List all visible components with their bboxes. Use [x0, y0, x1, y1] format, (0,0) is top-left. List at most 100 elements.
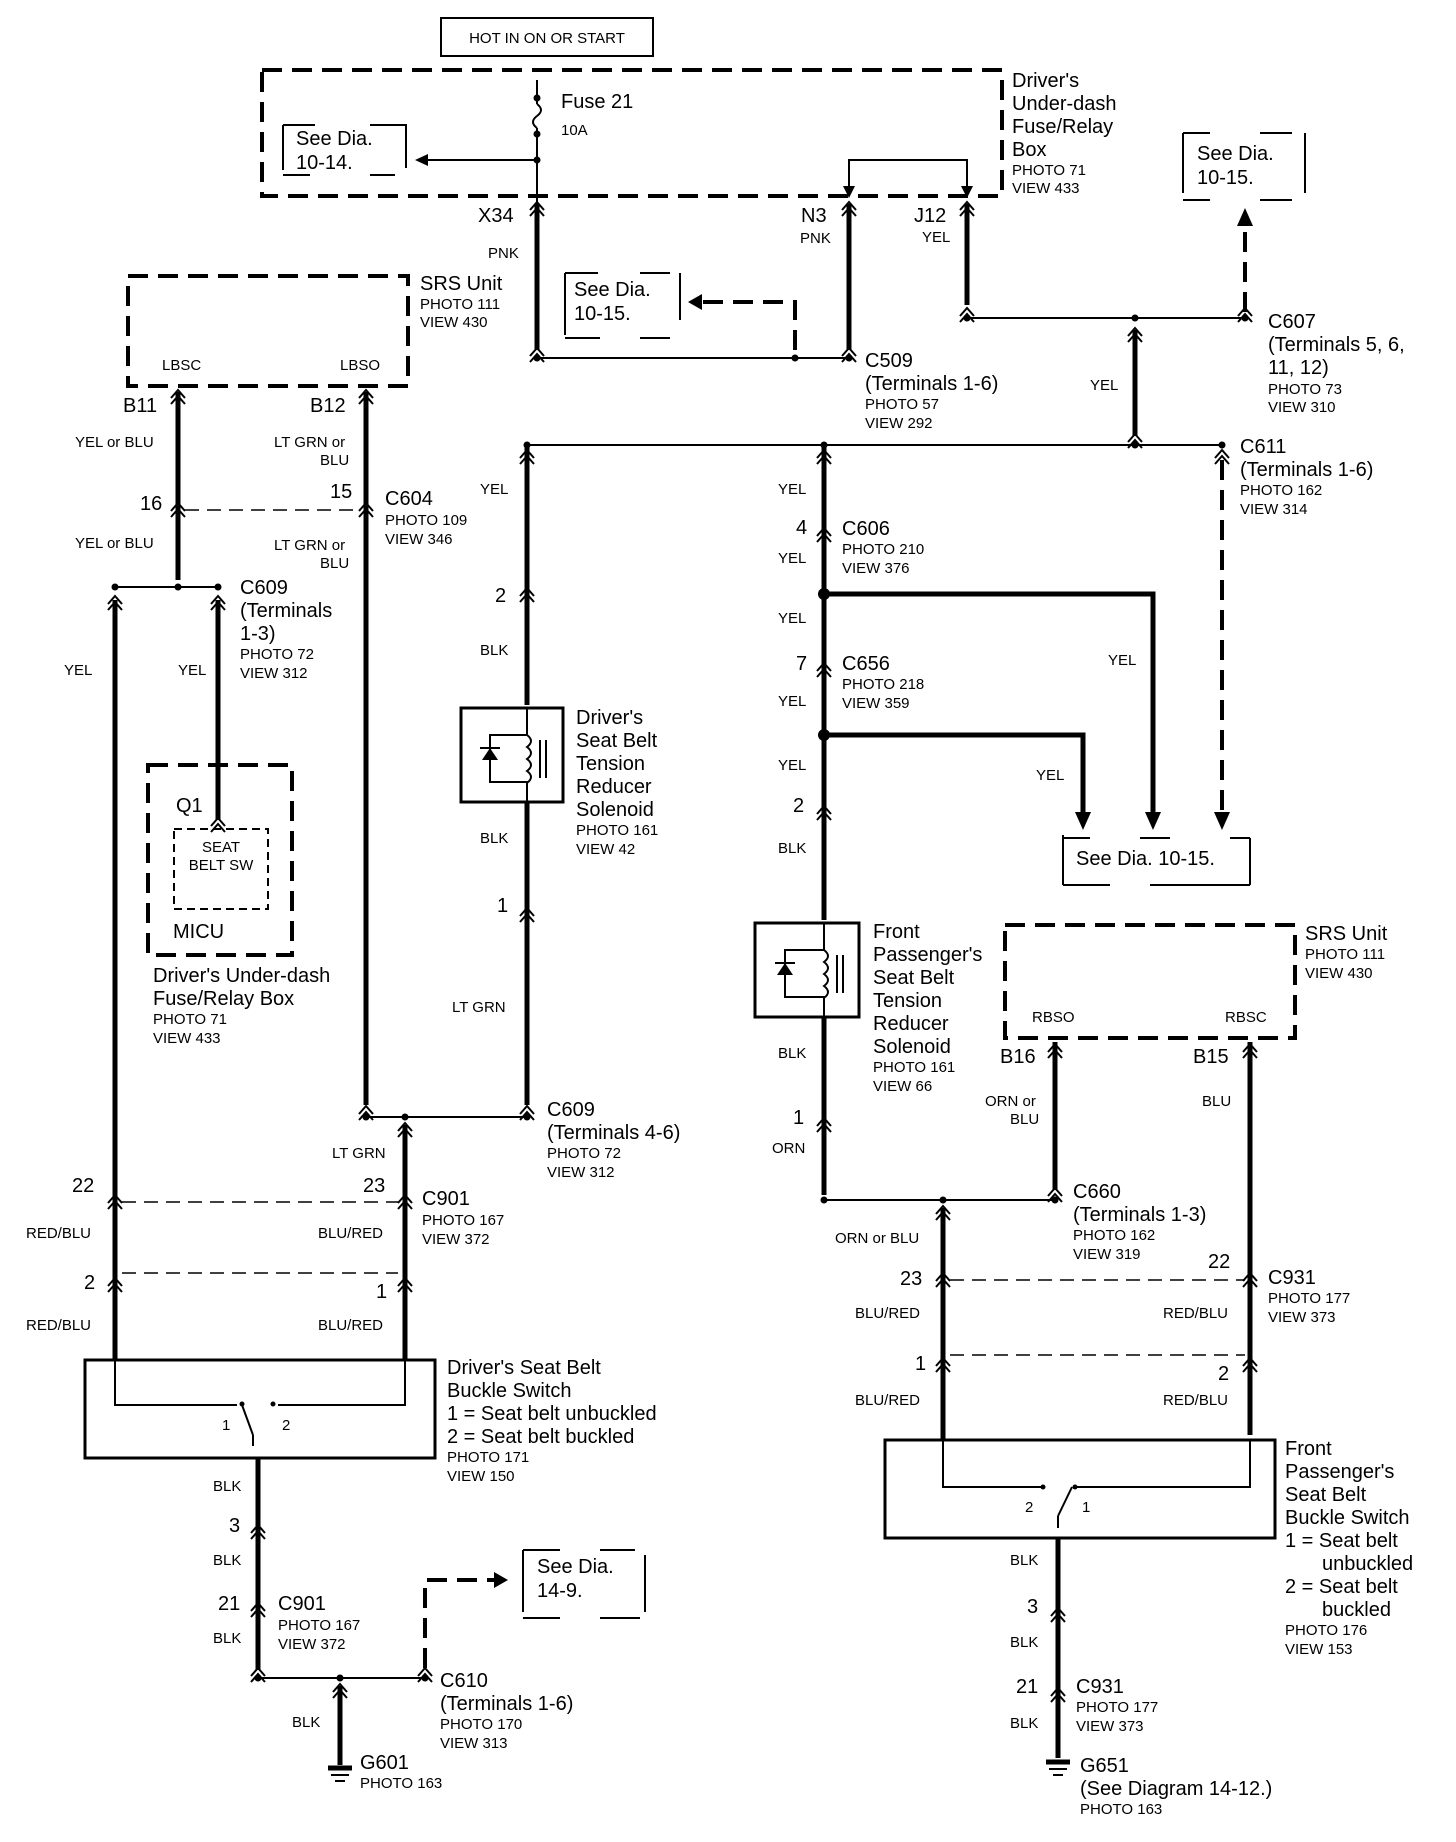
srs-top-photo: PHOTO 111: [420, 296, 500, 313]
pin-3: 3: [1027, 1596, 1038, 1618]
passenger-solenoid-photo: PHOTO 161: [873, 1059, 955, 1076]
wire-color: BLK: [778, 1045, 806, 1062]
srs-top-lbsc: LBSC: [162, 357, 201, 374]
driver-buckle-switch: 1 2: [83, 1358, 437, 1460]
c609a-photo: PHOTO 72: [240, 646, 314, 663]
fusebox-name-1: Driver's: [1012, 70, 1079, 92]
driver-switch-view: VIEW 150: [447, 1468, 515, 1485]
g651-photo: PHOTO 163: [1080, 1801, 1162, 1818]
pin-3: 3: [229, 1515, 240, 1537]
connector-chevron: [519, 1104, 535, 1121]
passenger-switch-legend: 2 = Seat belt: [1285, 1576, 1398, 1598]
connector-c607-terminals-2: 11, 12): [1268, 357, 1329, 379]
wire-color: BLU: [1202, 1093, 1231, 1110]
connector-chevron: [935, 1271, 951, 1288]
wire-color: ORN or BLU: [835, 1230, 919, 1247]
passenger-switch-legend: 1 = Seat belt: [1285, 1530, 1398, 1552]
g601-name: G601: [360, 1752, 409, 1774]
wire-color: YEL: [778, 550, 806, 567]
driver-solenoid-name: Driver's: [576, 707, 643, 729]
connector-chevron: [358, 501, 374, 518]
wire-color: YEL: [1090, 377, 1118, 394]
c606-view: VIEW 376: [842, 560, 910, 577]
c931a-view: VIEW 373: [1268, 1309, 1336, 1326]
srs-bot-view: VIEW 430: [1305, 965, 1373, 982]
passenger-solenoid-name: Reducer: [873, 1013, 949, 1035]
g601-photo: PHOTO 163: [360, 1775, 442, 1792]
connector-chevron: [1237, 306, 1253, 323]
connector-chevron: [1127, 326, 1143, 343]
micu-name: MICU: [173, 921, 224, 943]
driver-switch-photo: PHOTO 171: [447, 1449, 529, 1466]
wire-color: RED/BLU: [1163, 1305, 1228, 1322]
driver-switch-legend-1: 1 = Seat belt unbuckled: [447, 1403, 657, 1425]
connector-chevron: [841, 200, 857, 217]
fusebox-view: VIEW 433: [1012, 180, 1080, 197]
connector-chevron: [250, 1523, 266, 1540]
pin-22: 22: [72, 1175, 94, 1197]
c609a-view: VIEW 312: [240, 665, 308, 682]
micu-sw: SEAT: [202, 839, 240, 856]
connector-chevron: [1242, 1271, 1258, 1288]
ground-g601: G601 PHOTO 163: [328, 1752, 442, 1792]
pin-15: 15: [330, 481, 352, 503]
connector-chevron: [210, 594, 226, 611]
connector-c604: C604: [385, 488, 433, 510]
wire-color: BLK: [292, 1714, 320, 1731]
ref-text: 14-9.: [537, 1580, 583, 1602]
passenger-solenoid: Front Passenger's Seat Belt Tension Redu…: [753, 921, 982, 1095]
connector-c509-terminals: (Terminals 1-6): [865, 373, 998, 395]
pin-2: 2: [793, 795, 804, 817]
wire-color: LT GRN: [332, 1145, 386, 1162]
g651-note: (See Diagram 14-12.): [1080, 1778, 1272, 1800]
pin-2: 2: [1218, 1363, 1229, 1385]
wire-color: LT GRN or: [274, 537, 345, 554]
connector-chevron: [358, 1104, 374, 1121]
micu-location-2: Fuse/Relay Box: [153, 988, 294, 1010]
connector-chevron: [417, 1666, 433, 1683]
wire-color: BLU/RED: [855, 1392, 920, 1409]
c901b-photo: PHOTO 167: [278, 1617, 360, 1634]
srs-unit-top: SRS Unit PHOTO 111 VIEW 430 LBSC LBSO: [126, 273, 503, 388]
wire-color: BLK: [213, 1630, 241, 1647]
connector-c609b-terminals: (Terminals 4-6): [547, 1122, 680, 1144]
connector-chevron: [107, 594, 123, 611]
connector-chevron: [1242, 1042, 1258, 1059]
connector-chevron: [959, 200, 975, 217]
ref-text: 10-15.: [1197, 167, 1254, 189]
connector-chevron: [1050, 1606, 1066, 1623]
c656-photo: PHOTO 218: [842, 676, 924, 693]
connector-c609b: C609: [547, 1099, 595, 1121]
connector-c656: C656: [842, 653, 890, 675]
ref-text: 10-15.: [574, 303, 631, 325]
connector-c609a: C609: [240, 577, 288, 599]
connector-c931a: C931: [1268, 1267, 1316, 1289]
c901a-photo: PHOTO 167: [422, 1212, 504, 1229]
c607-view: VIEW 310: [1268, 399, 1336, 416]
fuse-relay-box: Fuse 21 10A Driver's Under-dash Fuse/Rel…: [260, 68, 1117, 204]
ref-dia-10-15-a: See Dia. 10-15.: [564, 272, 681, 339]
wire-color: PNK: [800, 230, 831, 247]
c609b-view: VIEW 312: [547, 1164, 615, 1181]
fuse-rating: 10A: [561, 122, 588, 139]
ground-g651: G651 (See Diagram 14-12.) PHOTO 163: [1046, 1755, 1272, 1818]
wire-color: ORN or: [985, 1093, 1036, 1110]
connector-c660-terminals: (Terminals 1-3): [1073, 1204, 1206, 1226]
wire-color: LT GRN or: [274, 434, 345, 451]
passenger-buckle-switch: 2 1: [883, 1438, 1277, 1540]
ref-text: 10-14.: [296, 152, 353, 174]
wire-color: LT GRN: [452, 999, 506, 1016]
micu-location: Driver's Under-dash: [153, 965, 330, 987]
connector-chevron: [816, 804, 832, 821]
terminal-j12: J12: [914, 205, 946, 227]
passenger-solenoid-view: VIEW 66: [873, 1078, 932, 1095]
wire-color: ORN: [772, 1140, 805, 1157]
wire-color: YEL: [778, 481, 806, 498]
wire-color: RED/BLU: [26, 1317, 91, 1334]
wire-color: BLU: [320, 452, 349, 469]
passenger-solenoid-name: Solenoid: [873, 1036, 951, 1058]
c509-view: VIEW 292: [865, 415, 933, 432]
connector-chevron: [959, 306, 975, 323]
connector-c609a-terminals: (Terminals: [240, 600, 332, 622]
wire-color: YEL: [480, 481, 508, 498]
